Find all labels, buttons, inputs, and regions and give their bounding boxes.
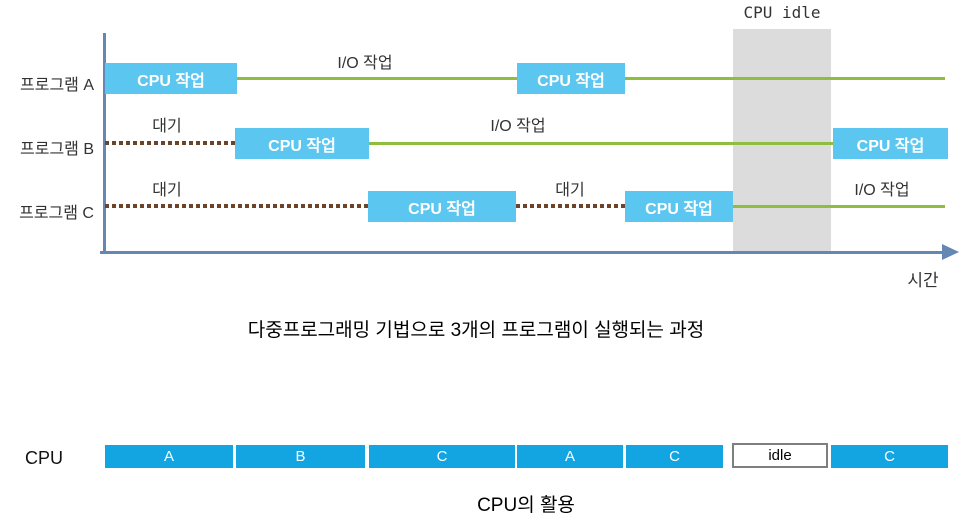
cpu-block-b1: CPU 작업 <box>235 128 369 159</box>
wait-label-c1: 대기 <box>152 182 182 199</box>
row-label-program-c: 프로그램 C <box>19 205 94 222</box>
io-label-b: I/O 작업 <box>490 118 546 135</box>
time-axis-arrow-icon <box>942 244 959 260</box>
cpu-bar-segment-c3: C <box>831 445 948 468</box>
wait-line-c2 <box>516 204 625 208</box>
cpu-block-a2: CPU 작업 <box>517 63 625 94</box>
cpu-block-c2: CPU 작업 <box>625 191 733 222</box>
io-line-b <box>369 142 833 145</box>
wait-line-c1 <box>105 204 368 208</box>
cpu-bar-segment-c1: C <box>369 445 515 468</box>
wait-label-c2: 대기 <box>555 182 585 199</box>
timeline-caption: 다중프로그래밍 기법으로 3개의 프로그램이 실행되는 과정 <box>247 320 705 341</box>
cpu-idle-label: CPU idle <box>743 3 821 22</box>
time-axis-line <box>100 251 945 254</box>
wait-label-b: 대기 <box>152 118 182 135</box>
io-label-a: I/O 작업 <box>337 55 393 72</box>
y-axis-line <box>103 33 106 253</box>
wait-line-b <box>105 141 235 145</box>
cpu-block-c1: CPU 작업 <box>368 191 516 222</box>
cpu-block-b2: CPU 작업 <box>833 128 948 159</box>
cpu-bar-segment-a2: A <box>517 445 623 468</box>
io-label-c: I/O 작업 <box>854 182 910 199</box>
cpu-bar-label: CPU <box>25 448 64 468</box>
time-axis-label: 시간 <box>907 271 939 290</box>
cpu-bar-caption: CPU의 활용 <box>477 495 575 516</box>
row-label-program-b: 프로그램 B <box>20 141 94 158</box>
io-line-c <box>733 205 945 208</box>
cpu-idle-band <box>733 29 831 253</box>
cpu-bar-segment-idle: idle <box>732 443 828 468</box>
cpu-bar-segment-c2: C <box>626 445 723 468</box>
cpu-block-a1: CPU 작업 <box>105 63 237 94</box>
cpu-bar-segment-b: B <box>236 445 365 468</box>
row-label-program-a: 프로그램 A <box>20 77 94 94</box>
cpu-bar-segment-a1: A <box>105 445 233 468</box>
